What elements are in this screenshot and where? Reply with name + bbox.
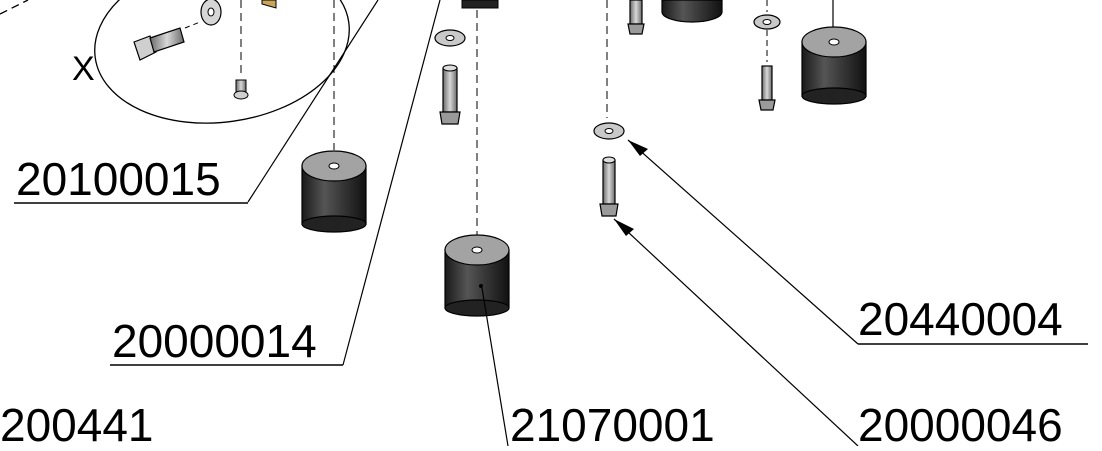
leader-20000046 (613, 218, 859, 446)
rubber-mount-center (444, 234, 510, 317)
detail-view-ellipse (94, 0, 350, 124)
callout-200441: 200441 (0, 399, 154, 451)
brass-bracket (261, 0, 277, 9)
callout-20000014: 20000014 (112, 315, 317, 367)
detail-view-label: X (72, 50, 95, 88)
bolt-horizontal (133, 21, 201, 61)
leader-20440004 (627, 139, 859, 345)
washer-center (434, 29, 466, 47)
leader-21070001 (481, 287, 509, 446)
screw-small (233, 79, 249, 100)
callout-21070001: 21070001 (510, 399, 715, 451)
leader-20100015 (247, 0, 379, 203)
callout-20440004: 20440004 (858, 293, 1063, 345)
rubber-mount-top (661, 0, 723, 23)
bolt-far-right (758, 65, 776, 111)
rubber-mount-right (801, 26, 867, 105)
washer-small (200, 0, 222, 26)
bolt-center (439, 64, 461, 125)
washer-far-right (753, 14, 781, 30)
callout-20000046: 20000046 (858, 399, 1063, 451)
bolt-top-right (627, 0, 645, 35)
leader-line-top-left (0, 0, 29, 15)
bolt-right (599, 156, 619, 217)
callout-20100015: 20100015 (16, 153, 221, 205)
rubber-mount-left (301, 150, 367, 233)
leader-20000014 (342, 0, 441, 366)
top-block (461, 0, 499, 9)
washer-right (593, 122, 625, 140)
